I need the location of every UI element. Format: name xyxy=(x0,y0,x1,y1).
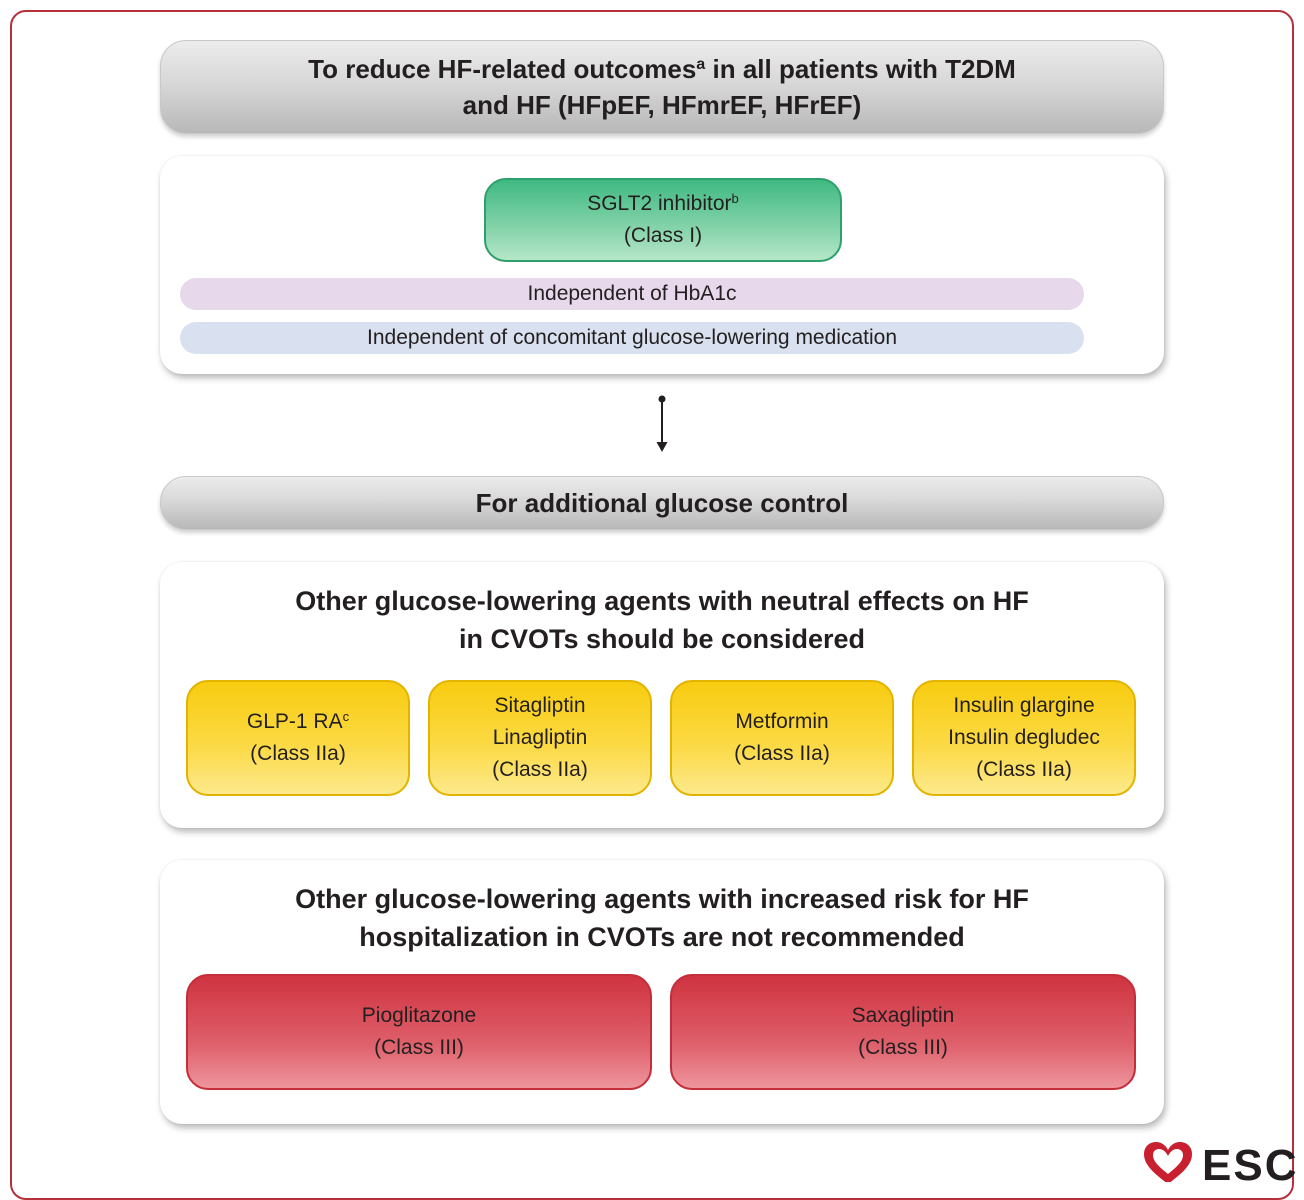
esc-logo: ESC xyxy=(1136,1136,1304,1182)
drug-box-saxagliptin: Saxagliptin (Class III) xyxy=(670,974,1136,1090)
drug-box-metformin: Metformin (Class IIa) xyxy=(670,680,894,796)
medication-band: Independent of concomitant glucose-lower… xyxy=(180,322,1084,354)
drug-box-glp1-ra: GLP-1 RAc (Class IIa) xyxy=(186,680,410,796)
header-additional-control: For additional glucose control xyxy=(160,476,1164,530)
drug-box-sitagliptin-linagliptin: Sitagliptin Linagliptin (Class IIa) xyxy=(428,680,652,796)
risk-panel-title: Other glucose-lowering agents with incre… xyxy=(295,884,1029,952)
down-arrow-icon xyxy=(656,395,668,452)
header-line-1: To reduce HF-related outcomesa in all pa… xyxy=(308,54,1016,84)
hba1c-band: Independent of HbA1c xyxy=(180,278,1084,310)
footnote-c: c xyxy=(342,708,350,724)
esc-logo-text: ESC xyxy=(1202,1141,1299,1183)
footnote-b: b xyxy=(731,190,739,206)
neutral-panel-title: Other glucose-lowering agents with neutr… xyxy=(295,586,1029,654)
footnote-a: a xyxy=(696,55,706,74)
heart-icon xyxy=(1144,1142,1192,1182)
header-line-2: and HF (HFpEF, HFmrEF, HFrEF) xyxy=(462,90,862,120)
drug-box-insulin: Insulin glargine Insulin degludec (Class… xyxy=(912,680,1136,796)
neutral-effects-panel: Other glucose-lowering agents with neutr… xyxy=(160,562,1164,828)
header-hf-outcomes: To reduce HF-related outcomesa in all pa… xyxy=(160,40,1164,134)
sglt2-panel: SGLT2 inhibitorb (Class I) Independent o… xyxy=(160,156,1164,374)
drug-box-pioglitazone: Pioglitazone (Class III) xyxy=(186,974,652,1090)
sglt2-inhibitor-box: SGLT2 inhibitorb (Class I) xyxy=(484,178,842,262)
increased-risk-panel: Other glucose-lowering agents with incre… xyxy=(160,860,1164,1124)
